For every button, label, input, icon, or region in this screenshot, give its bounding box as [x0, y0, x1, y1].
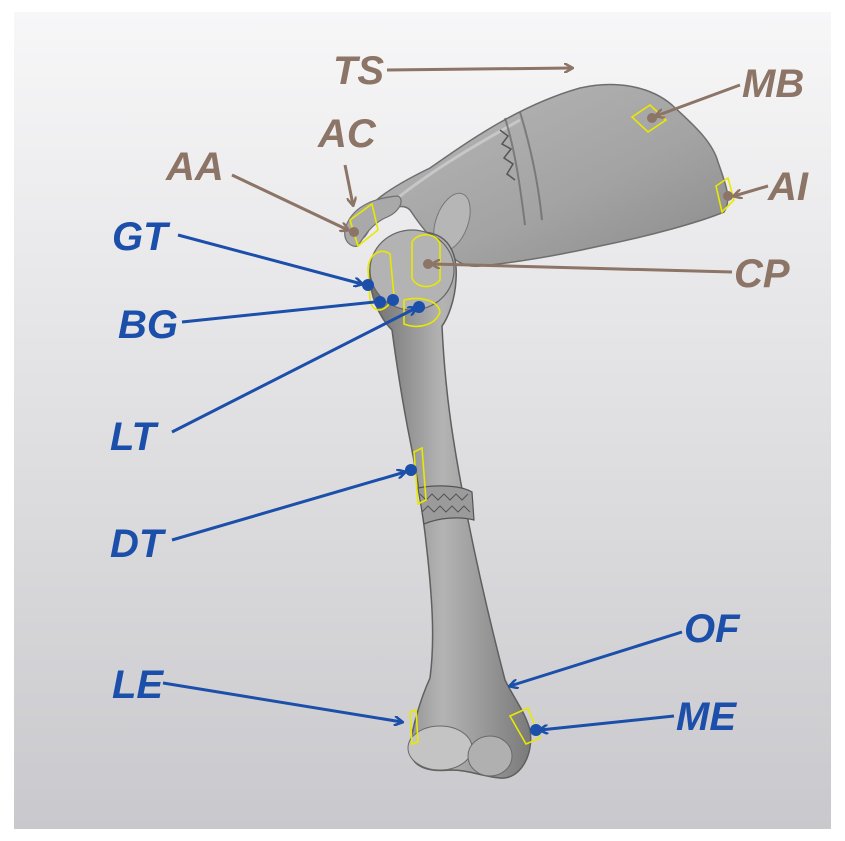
label-ai: AI	[767, 165, 809, 209]
dot-aa	[349, 227, 359, 237]
dot-dt	[405, 464, 417, 476]
label-of: OF	[684, 607, 741, 651]
label-cp: CP	[734, 252, 790, 296]
label-mb: MB	[742, 62, 804, 106]
label-bg: BG	[118, 303, 178, 347]
dot-lt	[413, 301, 425, 313]
dot-cp	[423, 259, 433, 269]
label-aa: AA	[165, 145, 224, 189]
dot-me	[530, 724, 542, 736]
dot-mb	[647, 113, 657, 123]
label-me: ME	[676, 695, 737, 739]
dot-gt	[362, 279, 374, 291]
arrow-ts	[387, 68, 572, 70]
dot-bg-2	[387, 294, 399, 306]
label-gt: GT	[112, 215, 171, 259]
label-lt: LT	[110, 415, 159, 459]
label-le: LE	[112, 663, 164, 707]
label-ac: AC	[317, 112, 377, 156]
dot-ai	[723, 191, 733, 201]
dot-bg-1	[374, 296, 386, 308]
label-ts: TS	[333, 49, 384, 93]
label-dt: DT	[110, 522, 167, 566]
